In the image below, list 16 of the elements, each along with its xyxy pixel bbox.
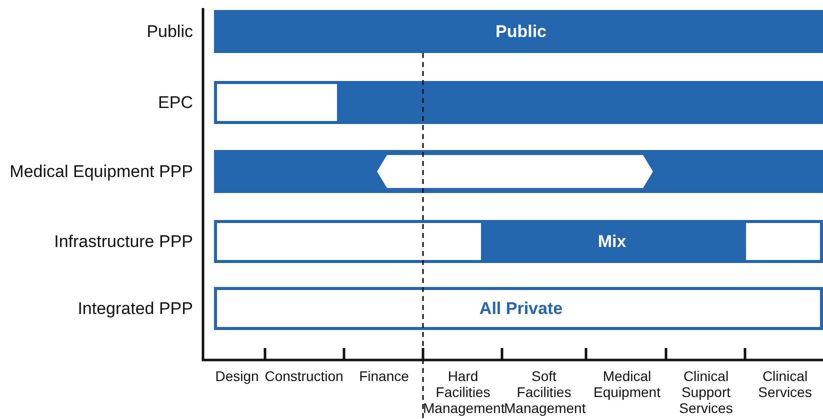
row-label: Infrastructure PPP [54,232,193,252]
bar-label: Mix [598,232,626,252]
category-label: Clinical Services [757,368,813,400]
row-label: Medical Equipment PPP [10,162,193,182]
category-label: Construction [264,368,344,384]
row-label: Integrated PPP [78,298,193,318]
bar-label: Public [496,22,546,42]
category-label: Hard Facilities Management [423,368,503,416]
category-label: Finance [358,368,410,384]
bar-label: All Private [479,298,563,318]
row-label: Public [146,22,193,42]
category-label: Medical Equipment [592,368,662,400]
category-label: Clinical Support Services [678,368,734,416]
category-label: Soft Facilities Management [504,368,584,416]
row-label: EPC [158,92,193,112]
category-label: Design [214,368,260,384]
